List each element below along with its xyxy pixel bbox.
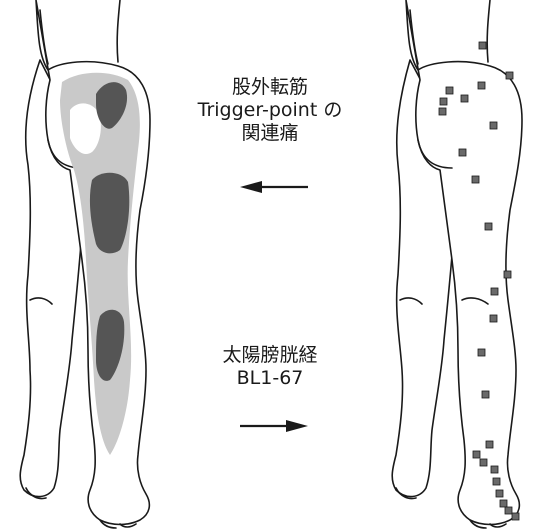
acupoint: [491, 288, 498, 295]
bottom-caption: 太陽膀胱経 BL1-67: [170, 344, 370, 390]
acupoint: [473, 451, 480, 458]
top-caption-line-1: 股外転筋: [170, 76, 370, 99]
acupoint: [505, 507, 512, 514]
acupoint: [461, 95, 468, 102]
acupoint: [486, 441, 493, 448]
bottom-caption-line-1: 太陽膀胱経: [170, 344, 370, 367]
acupoint: [440, 98, 447, 105]
acupoint: [491, 466, 498, 473]
acupoint: [472, 176, 479, 183]
acupoint: [493, 478, 500, 485]
acupoint: [490, 315, 497, 322]
acupoint: [478, 349, 485, 356]
acupoint: [500, 500, 507, 507]
top-caption-line-2: Trigger-point の: [170, 99, 370, 122]
acupoint: [479, 42, 486, 49]
arrow-right-icon: [240, 420, 308, 432]
acupoint: [439, 108, 446, 115]
top-caption-line-3: 関連痛: [170, 122, 370, 145]
acupoint: [446, 87, 453, 94]
acupoint: [490, 122, 497, 129]
acupoint: [496, 490, 503, 497]
acupoint: [478, 82, 485, 89]
acupoint: [485, 223, 492, 230]
arrow-left-icon: [240, 181, 308, 193]
top-caption: 股外転筋 Trigger-point の 関連痛: [170, 76, 370, 145]
acupoint: [459, 149, 466, 156]
acupoint: [512, 513, 519, 520]
acupoint: [480, 459, 487, 466]
trigger-zone-thigh: [90, 173, 129, 254]
bottom-caption-line-2: BL1-67: [170, 367, 370, 390]
acupoint: [482, 391, 489, 398]
acupoint: [506, 72, 513, 79]
acupoint: [504, 271, 511, 278]
right-legs-figure: [392, 0, 522, 528]
